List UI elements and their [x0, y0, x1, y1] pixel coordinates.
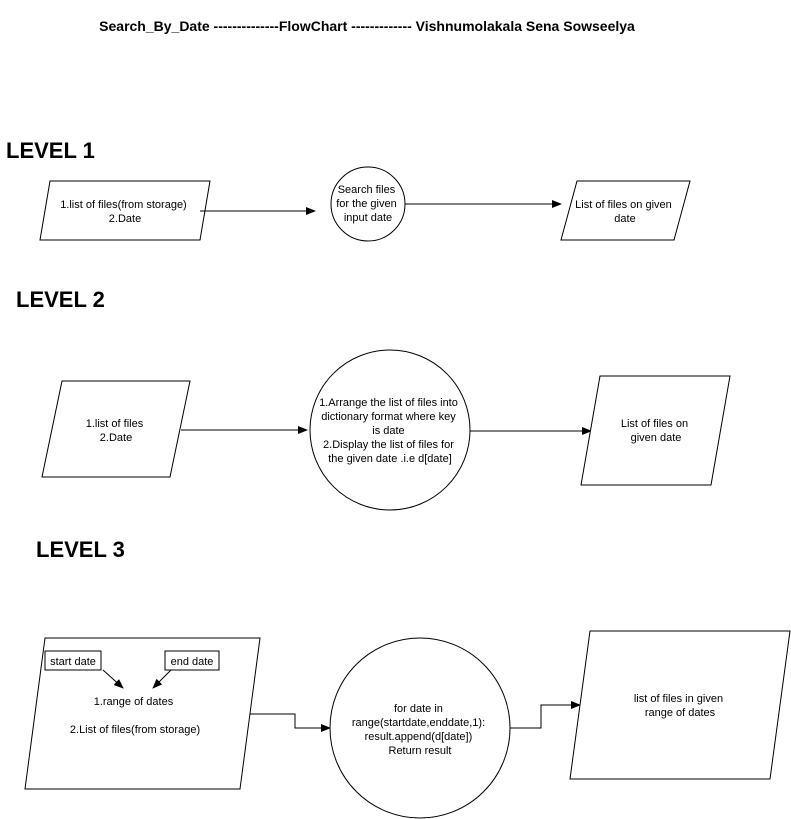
level-1-input-shape	[39, 180, 211, 241]
end-date-box	[164, 650, 220, 671]
start-date-label: start date	[50, 656, 96, 668]
start-date-box	[44, 650, 102, 671]
level-1-output-text: List of files on given date	[575, 199, 675, 225]
level-2-label: LEVEL 2	[16, 287, 105, 312]
end-date-arrow	[152, 669, 172, 689]
level-2-output-text: List of files on given date	[621, 418, 691, 444]
level-3-output-text: list of files in given range of dates	[634, 693, 726, 719]
level-3-arrow-input-process	[250, 713, 331, 732]
level-3-label: LEVEL 3	[36, 537, 125, 562]
level-3-input-text: 1.range of dates 2.List of files(from st…	[70, 696, 200, 736]
level-1-label: LEVEL 1	[6, 138, 95, 163]
level-3-process-text: for date in range(startdate,enddate,1): …	[352, 703, 488, 757]
level-1-input-text: 1.list of files(from storage) 2.Date	[60, 199, 190, 225]
end-date-label: end date	[171, 656, 214, 668]
level-1-output-shape	[560, 180, 691, 241]
level-2-output-shape	[580, 375, 731, 486]
level-1-process-text: Search files for the given input date	[336, 184, 400, 224]
level-2-process-shape	[309, 349, 471, 511]
level-2-input-text: 1.list of files 2.Date	[86, 418, 147, 444]
diagram-title: Search_By_Date --------------FlowChart -…	[99, 18, 635, 34]
level-2-process-text: 1.Arrange the list of files into diction…	[319, 397, 461, 465]
level-3-arrow-process-output	[510, 701, 581, 729]
level-3-input-shape	[24, 637, 261, 790]
level-3-output-shape	[569, 630, 791, 780]
start-date-arrow	[102, 669, 124, 689]
level-2-input-shape	[41, 380, 191, 478]
